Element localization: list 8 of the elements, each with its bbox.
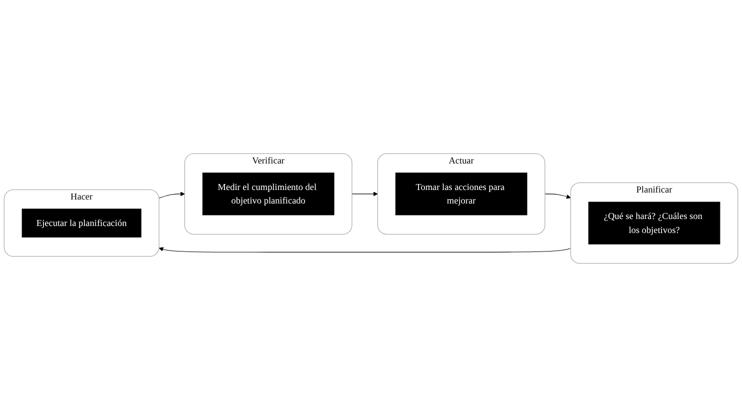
node-box: ¿Qué se hará? ¿Cuáles son los objetivos? xyxy=(588,202,720,244)
arrow xyxy=(158,247,571,252)
arrow xyxy=(544,194,571,199)
node-box: Ejecutar la planificación xyxy=(22,208,142,238)
arrow xyxy=(158,192,185,198)
node-box: Medir el cumplimiento del objetivo planificado xyxy=(202,172,334,216)
arrow xyxy=(352,192,378,196)
node-box: Tomar las acciones para mejorar xyxy=(395,172,528,216)
